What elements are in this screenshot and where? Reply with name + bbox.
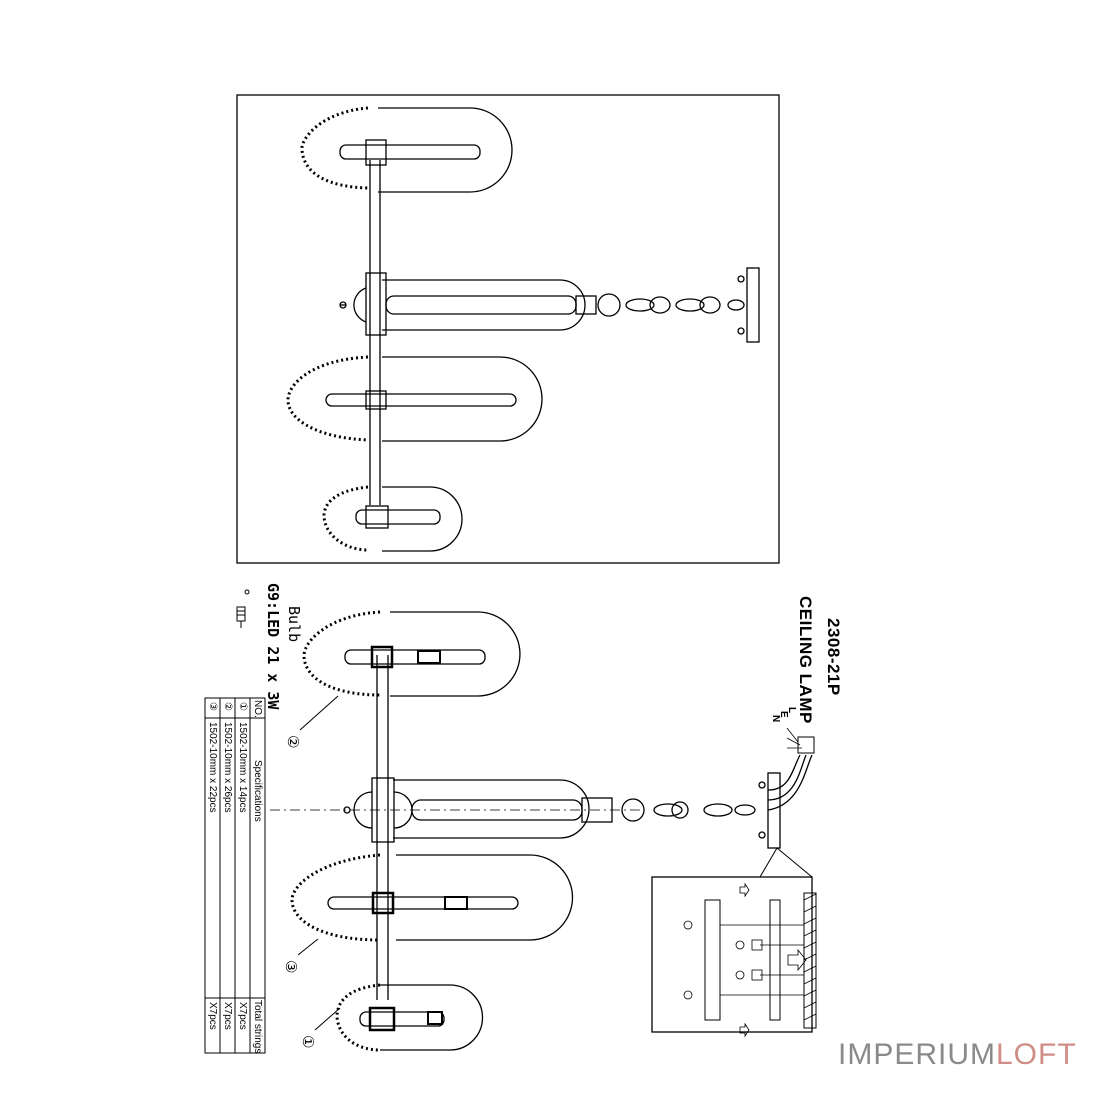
table-header-total: Total strings <box>252 1000 263 1054</box>
table-header-spec: Specifications <box>252 760 263 822</box>
table-row-3-spec: 1502-10mm x 22pcs <box>207 722 218 813</box>
g9-bulb-icon <box>236 606 246 628</box>
table-row-2-spec: 1502-10mm x 26pcs <box>222 722 233 813</box>
bulb-spec: G9:LED 21 x 3W <box>264 583 282 710</box>
table-row-1-spec: 1502-10mm x 14pcs <box>237 722 248 813</box>
callout-3: ③ <box>282 960 300 974</box>
table-header-no: NO. <box>252 700 263 718</box>
side-loop-1 <box>390 611 521 697</box>
table-row-2-no: ② <box>222 702 233 711</box>
top-view-frame <box>236 94 780 564</box>
top-loop-3 <box>382 356 543 442</box>
side-loop-3 <box>396 854 574 941</box>
watermark-part-1: IMPERIUM <box>838 1038 996 1071</box>
table-row-1-total: X7pcs <box>237 1002 248 1030</box>
callout-2: ② <box>284 735 302 749</box>
model-number: 2308-21P <box>824 618 843 696</box>
side-loop-4 <box>380 984 484 1051</box>
bulb-label: Bulb <box>285 606 303 643</box>
table-row-1-no: ① <box>237 702 248 711</box>
table-row-2-total: X7pcs <box>222 1002 233 1030</box>
top-loop-center <box>382 279 586 331</box>
top-loop-4 <box>382 486 463 552</box>
table-row-3-total: X7pcs <box>207 1002 218 1030</box>
mounting-detail-frame <box>651 876 813 1033</box>
table-row-3-no: ③ <box>207 702 218 711</box>
watermark-part-2: LOFT <box>996 1038 1077 1071</box>
wire-label-n: N <box>770 715 781 723</box>
watermark: IMPERIUMLOFT <box>838 1038 1077 1072</box>
callout-1: ① <box>299 1035 317 1049</box>
top-loop-1 <box>378 107 513 193</box>
product-title: CEILING LAMP <box>796 596 815 724</box>
side-loop-center <box>393 779 590 839</box>
